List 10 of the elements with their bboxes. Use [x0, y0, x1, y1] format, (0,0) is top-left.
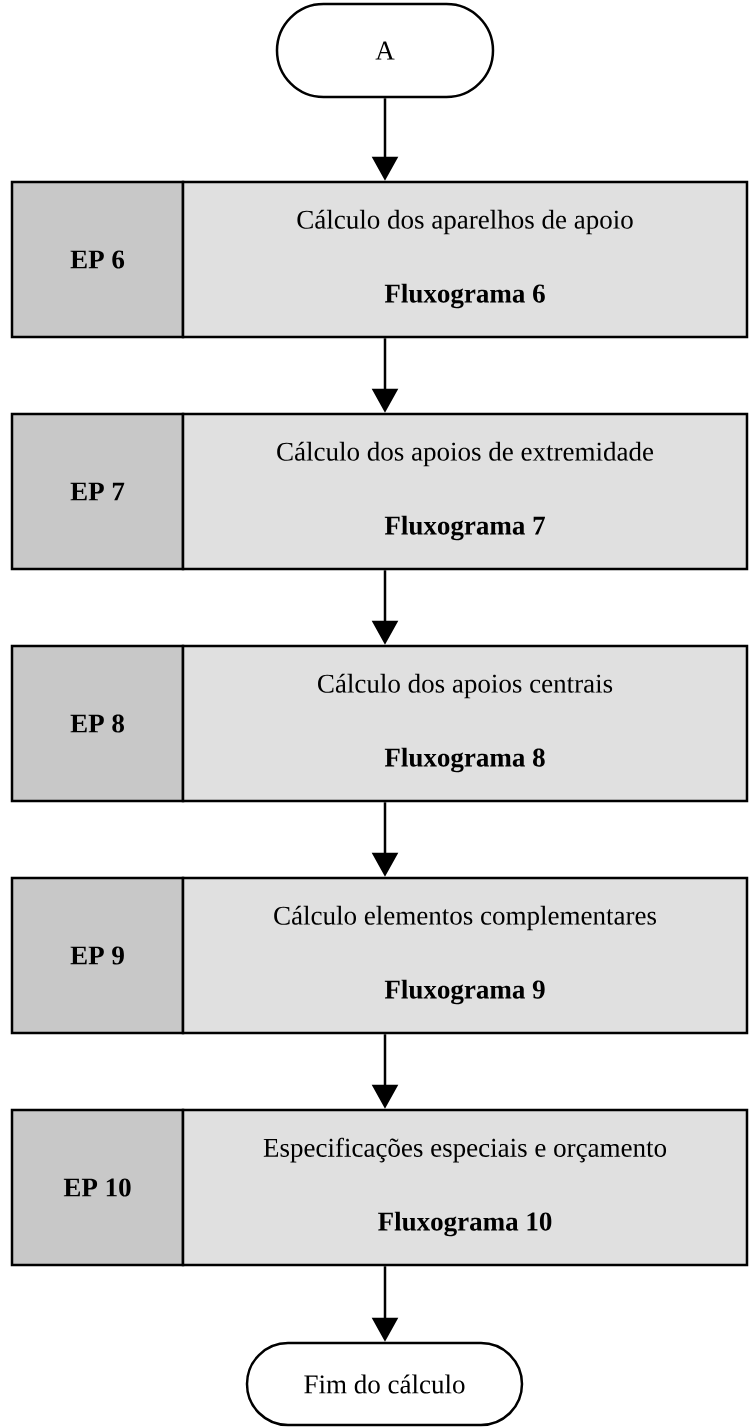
step-label-box: EP 6 — [10, 180, 185, 339]
process-box: Cálculo elementos complementares Fluxograma 9 — [181, 876, 749, 1035]
step-label-box: EP 9 — [10, 876, 185, 1035]
step-label-box: EP 10 — [10, 1108, 185, 1267]
step-label-box: EP 8 — [10, 644, 185, 803]
process-box: Especificações especiais e orçamento Fluxograma 10 — [181, 1108, 749, 1267]
step-label-box: EP 7 — [10, 412, 185, 571]
process-box: Cálculo dos apoios de extremidade Fluxograma 7 — [181, 412, 749, 571]
process-box: Cálculo dos aparelhos de apoio Fluxograma 6 — [181, 180, 749, 339]
process-box: Cálculo dos apoios centrais Fluxograma 8 — [181, 644, 749, 803]
